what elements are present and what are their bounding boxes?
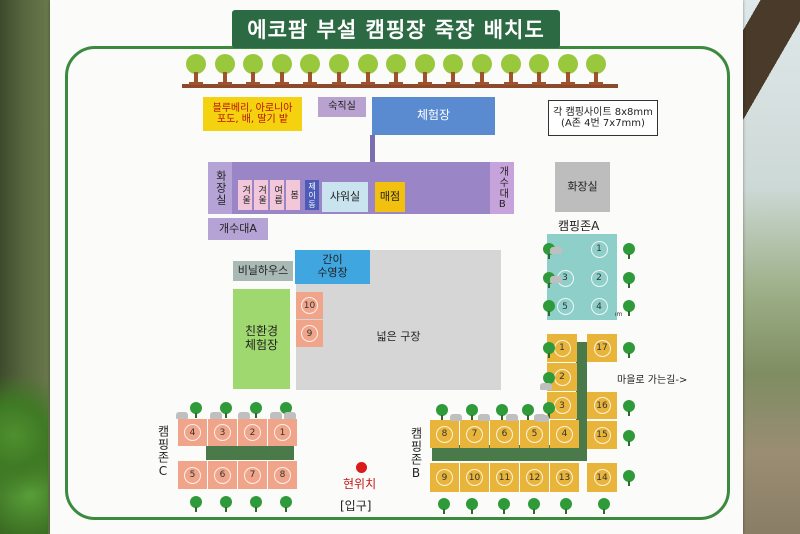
site-b-7[interactable]: 7 bbox=[460, 420, 489, 448]
site-number: 4 bbox=[590, 298, 608, 315]
site-size-note-line2: (A존 4번 7x7mm) bbox=[561, 118, 645, 129]
site-number: 10 bbox=[466, 469, 483, 486]
site-number: 17 bbox=[593, 339, 611, 357]
site-number: 14 bbox=[593, 469, 611, 486]
map-title: 에코팜 부설 캠핑장 죽장 배치도 bbox=[232, 10, 560, 48]
site-a-3[interactable]: 3 bbox=[549, 264, 581, 292]
site-a-2[interactable]: 2 bbox=[583, 264, 615, 292]
site-c-2[interactable]: 2 bbox=[238, 419, 267, 446]
background-foliage bbox=[0, 370, 48, 534]
sink-b: 개수대B bbox=[490, 162, 514, 214]
site-number: 7 bbox=[466, 425, 483, 443]
site-b-4[interactable]: 4 bbox=[550, 420, 579, 448]
site-number: 1 bbox=[274, 424, 291, 441]
site-c-6[interactable]: 6 bbox=[208, 461, 237, 489]
site-size-note: 각 캠핑사이트 8x8mm (A존 4번 7x7mm) bbox=[548, 100, 658, 136]
room-winter-1: 겨울 bbox=[238, 180, 252, 210]
room-summer: 여름 bbox=[270, 180, 284, 210]
site-number: 8 bbox=[274, 466, 291, 484]
site-b-2[interactable]: 2 bbox=[547, 363, 577, 391]
site-number: 16 bbox=[593, 397, 611, 414]
site-number: 6 bbox=[496, 425, 513, 443]
site-number: 2 bbox=[553, 368, 571, 386]
site-b-14[interactable]: 14 bbox=[587, 463, 617, 492]
zone-b-road bbox=[432, 445, 587, 461]
site-number: 1 bbox=[590, 240, 608, 258]
site-number: 7 bbox=[244, 466, 261, 484]
site-number: 6 bbox=[214, 466, 231, 484]
here-label: 현위치 bbox=[343, 477, 377, 491]
restroom-left: 화장실 bbox=[208, 162, 232, 214]
site-c-1[interactable]: 1 bbox=[268, 419, 297, 446]
site-c-3[interactable]: 3 bbox=[208, 419, 237, 446]
site-b-11[interactable]: 11 bbox=[490, 463, 519, 492]
site-number: 11 bbox=[496, 469, 513, 486]
site-number: 9 bbox=[436, 469, 453, 486]
big-field-label: 넓은 구장 bbox=[296, 284, 501, 390]
tree-ground-line bbox=[182, 84, 618, 88]
site-number: 2 bbox=[590, 269, 608, 287]
village-path-label: 마을로 가는길-> bbox=[617, 375, 688, 386]
site-a-4[interactable]: 4 bbox=[583, 293, 615, 320]
farm-area: 블루베리, 아로니아 포도, 배, 딸기 밭 bbox=[203, 97, 302, 131]
room-winter-2: 겨울 bbox=[254, 180, 268, 210]
site-number: 5 bbox=[556, 298, 574, 315]
site-b-6[interactable]: 6 bbox=[490, 420, 519, 448]
site-mid-9[interactable]: 9 bbox=[296, 320, 323, 347]
site-number: 12 bbox=[526, 469, 543, 486]
site-number: 4 bbox=[184, 424, 201, 441]
site-b-15[interactable]: 15 bbox=[587, 421, 617, 449]
greenhouse: 비닐하우스 bbox=[233, 261, 293, 281]
site-size-note-line1: 각 캠핑사이트 8x8mm bbox=[553, 106, 653, 118]
store: 매점 bbox=[375, 182, 405, 212]
site-c-8[interactable]: 8 bbox=[268, 461, 297, 489]
room-spring: 봄 bbox=[286, 180, 300, 210]
site-number: 5 bbox=[526, 425, 543, 443]
site-b-1[interactable]: 1 bbox=[547, 334, 577, 362]
entrance-label: [입구] bbox=[340, 499, 372, 513]
experience-hall: 체험장 bbox=[372, 97, 495, 135]
site-mid-10[interactable]: 10 bbox=[296, 292, 323, 319]
site-c-7[interactable]: 7 bbox=[238, 461, 267, 489]
site-a-5[interactable]: 5 bbox=[549, 293, 581, 320]
site-b-3[interactable]: 3 bbox=[547, 392, 577, 419]
lodging-building: 숙직실 bbox=[318, 97, 366, 117]
annex-room: 제이동 bbox=[305, 180, 319, 210]
site-b-5[interactable]: 5 bbox=[520, 420, 549, 448]
site-b-9[interactable]: 9 bbox=[430, 463, 459, 492]
site-c-5[interactable]: 5 bbox=[178, 461, 207, 489]
zone-b-road-vertical bbox=[576, 342, 587, 461]
site-number: 5 bbox=[184, 466, 201, 484]
here-marker-icon bbox=[356, 462, 367, 473]
site-b-10[interactable]: 10 bbox=[460, 463, 489, 492]
site-b-16[interactable]: 16 bbox=[587, 392, 617, 419]
sink-a: 개수대A bbox=[208, 218, 268, 240]
eco-zone: 친환경 체험장 bbox=[233, 289, 290, 389]
site-b-12[interactable]: 12 bbox=[520, 463, 549, 492]
site-number: 3 bbox=[214, 424, 231, 441]
site-c-4[interactable]: 4 bbox=[178, 419, 207, 446]
shower-room: 샤워실 bbox=[322, 182, 368, 212]
site-number: 4 bbox=[556, 425, 573, 443]
zone-a-label: 캠핑존A bbox=[558, 219, 600, 233]
site-a-1[interactable]: 1 bbox=[583, 236, 615, 262]
site-b-8[interactable]: 8 bbox=[430, 420, 459, 448]
site-number: 3 bbox=[553, 397, 571, 414]
site-number: 13 bbox=[556, 469, 573, 486]
site-b-13[interactable]: 13 bbox=[550, 463, 579, 492]
site-number: 8 bbox=[436, 425, 453, 443]
site-b-17[interactable]: 17 bbox=[587, 334, 617, 362]
pool-label: 간이 수영장 bbox=[295, 250, 370, 284]
site-number: 2 bbox=[244, 424, 261, 441]
zone-c-road bbox=[206, 446, 294, 460]
site-number: 1 bbox=[553, 339, 571, 357]
zone-c-label: 캠핑존C bbox=[156, 425, 170, 479]
zone-b-label: 캠핑존B bbox=[409, 427, 423, 481]
site-number: 15 bbox=[593, 426, 611, 444]
restroom-main: 화장실 bbox=[555, 162, 610, 212]
connector-path bbox=[370, 135, 375, 163]
background-tree-branch bbox=[742, 0, 800, 220]
site-number: 3 bbox=[556, 269, 574, 287]
